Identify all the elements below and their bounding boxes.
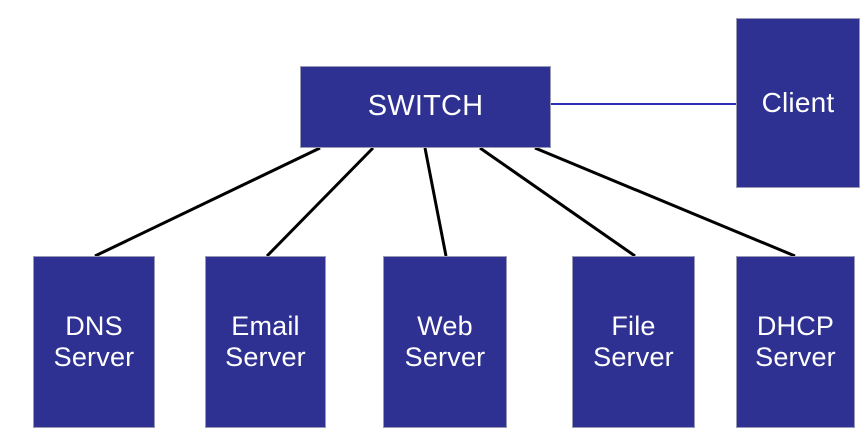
- node-client-label: Client: [761, 87, 835, 119]
- link-switch-web-server: [423, 147, 448, 257]
- node-file-server-label: File Server: [593, 311, 674, 372]
- node-client[interactable]: Client: [736, 18, 860, 188]
- node-dns-server-label: DNS Server: [53, 311, 135, 372]
- link-switch-dns-server: [94, 146, 321, 258]
- link-switch-email-server: [265, 146, 375, 258]
- node-email-server[interactable]: Email Server: [205, 256, 326, 428]
- link-switch-file-server: [479, 146, 636, 258]
- node-switch-label: SWITCH: [367, 90, 484, 123]
- node-dhcp-server[interactable]: DHCP Server: [736, 256, 855, 428]
- node-dns-server[interactable]: DNS Server: [33, 256, 155, 428]
- node-web-server[interactable]: Web Server: [383, 256, 507, 428]
- node-email-server-label: Email Server: [225, 311, 306, 372]
- node-web-server-label: Web Server: [404, 311, 486, 372]
- node-dhcp-server-label: DHCP Server: [755, 311, 836, 372]
- node-file-server[interactable]: File Server: [572, 256, 695, 428]
- node-switch[interactable]: SWITCH: [300, 66, 551, 148]
